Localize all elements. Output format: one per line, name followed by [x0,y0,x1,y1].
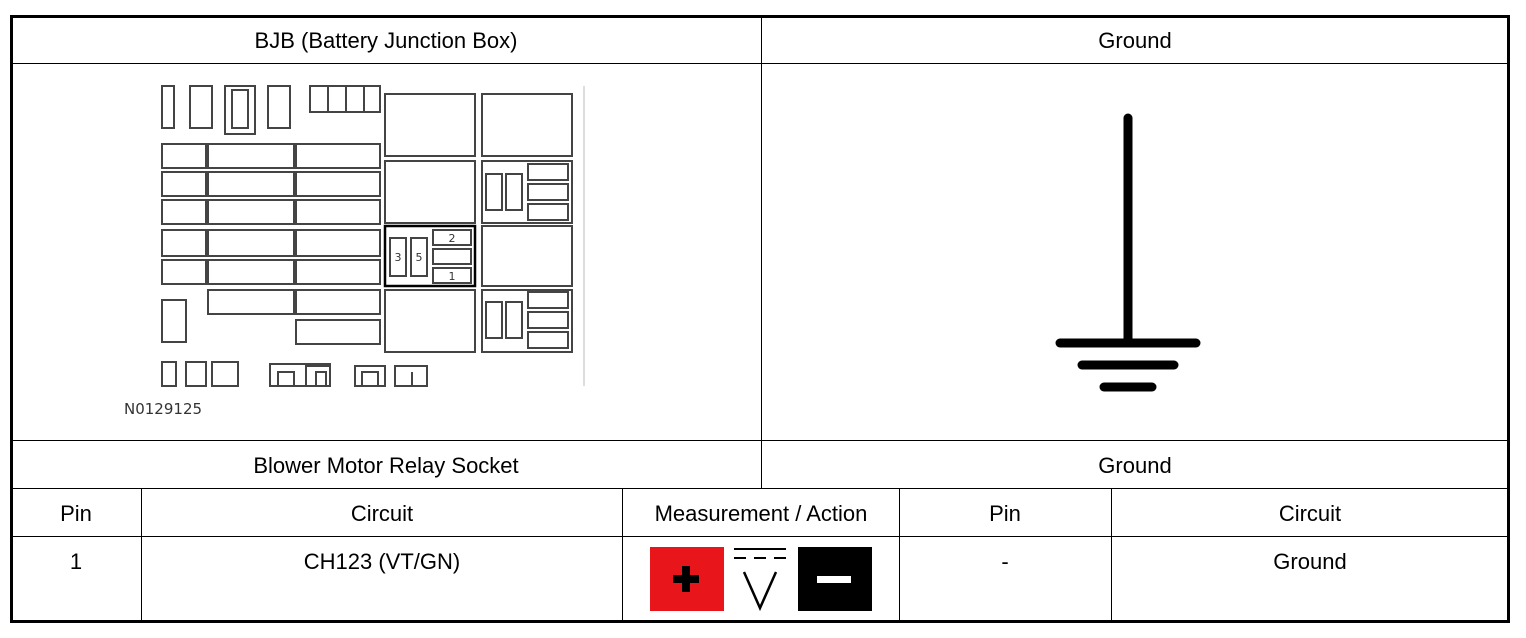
ground-section-title: Ground [1098,453,1172,478]
row-ground-pin: - [1001,549,1009,574]
col-divider-pin [141,488,142,621]
fuse-label-3: 3 [395,251,402,264]
fuse-slot [161,259,207,285]
col-divider-main [761,17,762,488]
relay-slot-blower [383,224,477,288]
row-divider-section [12,488,1508,489]
fuse-slot [354,365,386,387]
row-ground-circuit: Ground [1273,549,1347,574]
fuse-slot [295,289,381,315]
minus-icon [798,547,872,611]
fuse-slot [207,289,295,315]
relay-slot [481,289,573,353]
bjb-header: BJB (Battery Junction Box) [254,28,518,53]
fuse-slot [207,171,295,197]
plus-icon [650,547,724,611]
row-circuit: CH123 (VT/GN) [303,549,461,574]
fuse-slot [295,229,381,257]
col-divider-measurement [899,488,900,621]
fuse-slot [295,199,381,225]
fuse-slot [315,371,327,387]
column-header-circuit: Circuit [350,501,414,526]
relay-socket-title: Blower Motor Relay Socket [253,453,519,478]
fuse-slot [361,371,379,387]
ground-header: Ground [1098,28,1172,53]
fuse-slot [185,361,207,387]
fuse-slot [295,319,381,345]
fuse-slot [267,85,291,129]
fuse-slot [161,299,187,343]
col-divider-ground-pin [1111,488,1112,621]
fuse-slot [211,361,239,387]
fuse-slot [224,85,256,135]
relay-slot [384,93,476,157]
relay-slot [481,160,573,224]
fuse-slot [161,199,207,225]
relay-slot [481,93,573,157]
fuse-slot [161,361,177,387]
row-divider-diagram [12,440,1508,441]
relay-slot [384,160,476,224]
fuse-slot [295,143,381,169]
dc-voltmeter-icon [734,548,786,612]
column-header-pin: Pin [60,501,92,526]
row-divider-header [12,63,1508,64]
relay-slot [481,225,573,287]
column-header-ground-circuit: Circuit [1278,501,1342,526]
fuse-slot [207,259,295,285]
fuse-slot [207,143,295,169]
fuse-slot [207,199,295,225]
fuse-label-2: 2 [449,232,456,245]
bjb-diagram: 3 5 2 1 N0129125 [110,68,610,428]
part-number: N0129125 [124,400,202,418]
fuse-slot [295,259,381,285]
connector-test-table [10,15,1510,623]
fuse-slot [161,229,207,257]
fuse-slot [231,89,249,129]
fuse-label-5: 5 [416,251,423,264]
fuse-label-1: 1 [449,270,456,283]
fuse-slot [161,85,175,129]
fuse-slot [295,171,381,197]
row-pin: 1 [69,549,83,574]
column-header-measurement: Measurement / Action [654,501,868,526]
fuse-slot [189,85,213,129]
relay-slot [384,289,476,353]
row-divider-columns [12,536,1508,537]
column-header-ground-pin: Pin [989,501,1021,526]
measurement-action [650,545,872,613]
fuse-slot [161,143,207,169]
fuse-slot [207,229,295,257]
ground-symbol-icon [1040,100,1220,400]
fuse-slot [161,171,207,197]
col-divider-circuit [622,488,623,621]
fuse-slot [277,371,295,387]
